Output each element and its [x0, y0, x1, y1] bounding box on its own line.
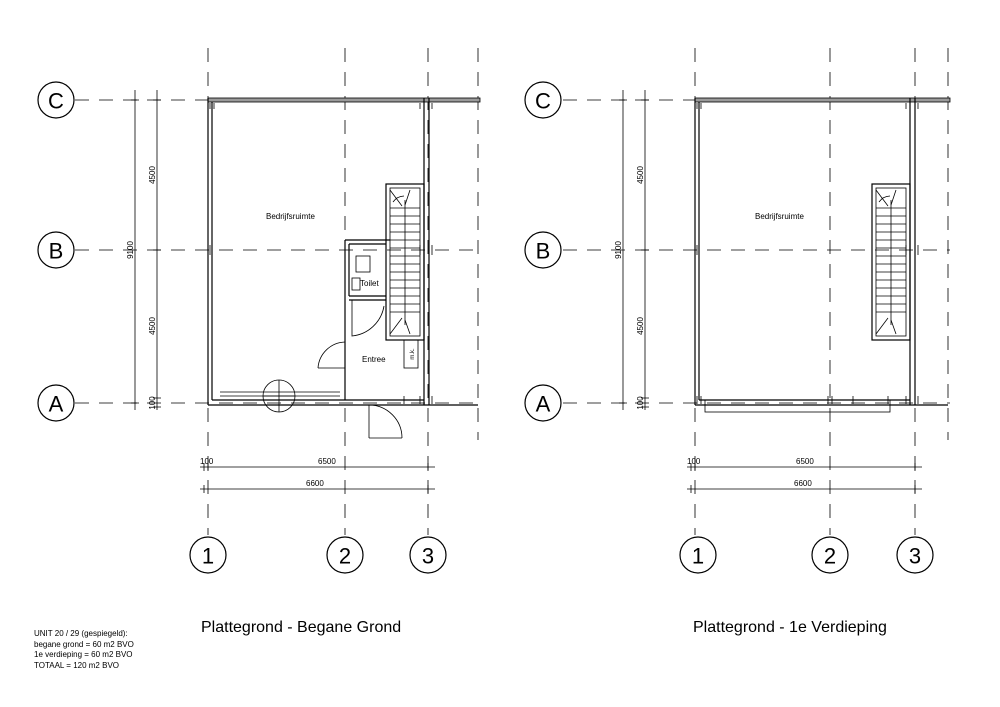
- grid-bubble-3: [409, 536, 447, 574]
- grid-bubble-3-2: [896, 536, 934, 574]
- grid-bubble-B-2: [524, 231, 562, 269]
- grid-label-C-2: C: [535, 89, 551, 114]
- grid-label-3: 3: [422, 544, 434, 569]
- grid-bubble-A: [37, 384, 75, 422]
- room-bedrijfsruimte-2: Bedrijfsruimte: [755, 212, 804, 221]
- room-toilet: Toilet: [360, 279, 379, 288]
- grid-bubble-C: [37, 81, 75, 119]
- plan-title-1e-verdieping: Plattegrond - 1e Verdieping: [693, 619, 887, 636]
- dim-upper-vertical: 4500: [148, 166, 157, 184]
- grid-label-2: 2: [339, 544, 351, 569]
- legend-line: 1e verdieping = 60 m2 BVO: [34, 650, 133, 659]
- dim-span-horizontal: 6500: [318, 457, 336, 466]
- plan-1e-verdieping: [563, 48, 951, 535]
- legend-line: UNIT 20 / 29 (gespiegeld):: [34, 629, 128, 638]
- grid-bubble-2-2: [811, 536, 849, 574]
- grid-bubble-1-2: [679, 536, 717, 574]
- dim-total-vertical-2: 9100: [614, 241, 623, 259]
- dim-span-horizontal-2: 6500: [796, 457, 814, 466]
- grid-label-A-2: A: [536, 392, 551, 417]
- grid-bubble-C-2: [524, 81, 562, 119]
- dim-edge-horizontal-2: 100: [687, 457, 701, 466]
- dim-edge-vertical-2: 100: [636, 396, 645, 410]
- plan-title-begane-grond: Plattegrond - Begane Grond: [201, 619, 401, 636]
- grid-bubble-2: [326, 536, 364, 574]
- dim-total-horizontal-2: 6600: [794, 479, 812, 488]
- grid-bubble-A-2: [524, 384, 562, 422]
- grid-label-1: 1: [202, 544, 214, 569]
- grid-label-3-2: 3: [909, 544, 921, 569]
- dim-lower-vertical-2: 4500: [636, 317, 645, 335]
- plan-begane-grond: [75, 48, 481, 535]
- dim-edge-vertical: 100: [148, 396, 157, 410]
- room-bedrijfsruimte: Bedrijfsruimte: [266, 212, 315, 221]
- dim-edge-horizontal: 100: [200, 457, 214, 466]
- grid-bubble-1: [189, 536, 227, 574]
- room-entree: Entree: [362, 355, 386, 364]
- grid-label-2-2: 2: [824, 544, 836, 569]
- dim-total-vertical: 9100: [126, 241, 135, 259]
- legend-line: begane grond = 60 m2 BVO: [34, 639, 134, 649]
- grid-label-B: B: [49, 239, 64, 264]
- meter-cabinet-label: m.k.: [410, 348, 416, 360]
- dim-total-horizontal: 6600: [306, 479, 324, 488]
- dim-upper-vertical-2: 4500: [636, 166, 645, 184]
- grid-label-B-2: B: [536, 239, 551, 264]
- dim-lower-vertical: 4500: [148, 317, 157, 335]
- area-legend: UNIT 20 / 29 (gespiegeld): begane grond …: [34, 629, 134, 671]
- grid-label-1-2: 1: [692, 544, 704, 569]
- grid-label-C: C: [48, 89, 64, 114]
- grid-label-A: A: [49, 392, 64, 417]
- legend-line: TOTAAL = 120 m2 BVO: [34, 660, 119, 670]
- grid-bubble-B: [37, 231, 75, 269]
